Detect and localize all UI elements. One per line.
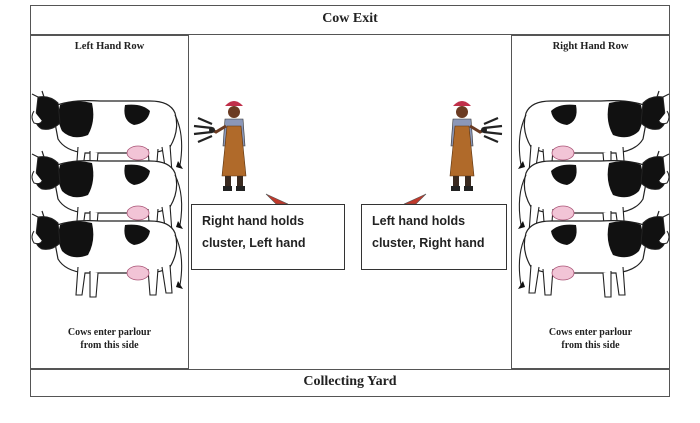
left-callout-line1: Right hand holds [202, 214, 305, 228]
right-callout: Left hand holds cluster, Right hand [361, 204, 507, 270]
right-row-note-line1: Cows enter parlour [548, 327, 633, 338]
left-row-title: Left Hand Row [74, 41, 145, 52]
collecting-yard-label: Collecting Yard [303, 374, 397, 389]
cow-exit-bar: Cow Exit [30, 5, 670, 35]
left-callout: Right hand holds cluster, Left hand [191, 204, 345, 270]
right-row-note-line2: from this side [561, 340, 620, 351]
right-cow-3 [517, 210, 670, 298]
left-cow-3 [31, 210, 184, 298]
left-row-note-line1: Cows enter parlour [67, 327, 152, 338]
left-callout-line2: cluster, Left hand [202, 236, 306, 250]
cow-exit-label: Cow Exit [322, 11, 378, 26]
left-row-note-line2: from this side [80, 340, 139, 351]
left-operator [192, 99, 248, 193]
right-callout-line2: cluster, Right hand [372, 236, 485, 250]
right-callout-line1: Left hand holds [372, 214, 466, 228]
right-row-title: Right Hand Row [552, 41, 629, 52]
right-operator [448, 99, 504, 193]
collecting-yard-bar: Collecting Yard [30, 369, 670, 397]
